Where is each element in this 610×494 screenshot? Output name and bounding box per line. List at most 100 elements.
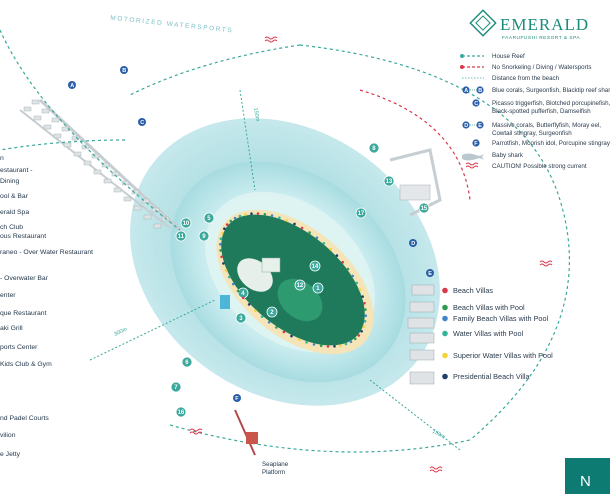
water-villa	[51, 117, 60, 123]
facility-label: Kids Club & Gym	[0, 361, 52, 368]
outer-route-left	[129, 44, 301, 96]
marker-10[interactable]	[180, 217, 192, 229]
distance-line-150-top	[239, 89, 256, 191]
marker-8[interactable]	[368, 142, 380, 154]
legend-row: House Reef	[460, 53, 525, 60]
facility-label: aki Grill	[0, 325, 23, 332]
marker-3[interactable]	[235, 312, 247, 324]
villa-dot	[233, 216, 237, 220]
villa-color-dot	[442, 373, 448, 380]
legend-text: Baby shark	[492, 152, 524, 159]
legend-text-line2: Cowtail stingray, Surgeonfish	[492, 130, 572, 137]
dive-marker-letter: F	[235, 396, 239, 402]
marker-number: 1	[316, 286, 320, 292]
villa-dot	[297, 338, 301, 341]
water-villa	[53, 133, 62, 139]
wave-mark	[539, 263, 553, 267]
marker-number: 4	[241, 291, 245, 297]
marker-5[interactable]	[203, 212, 215, 224]
marker-14[interactable]	[309, 260, 321, 272]
water-villa	[141, 198, 150, 204]
villa-dot	[363, 320, 367, 323]
wave-mark	[429, 466, 443, 470]
villa-dot	[254, 309, 257, 313]
villa-dot	[290, 334, 293, 338]
dive-marker-d[interactable]	[409, 239, 417, 247]
villa-dot	[236, 289, 240, 293]
facility-label: erald Spa	[0, 209, 29, 216]
villa-dot	[223, 227, 226, 230]
dive-marker-f[interactable]	[233, 394, 241, 402]
water-villa	[121, 180, 130, 186]
water-villa	[131, 189, 140, 195]
facility-label: - Overwater Bar	[0, 275, 49, 282]
legend-text: Blue corals, Surgeonfish, Blacktip reef …	[492, 87, 610, 94]
facility-label: vilion	[0, 432, 16, 439]
brand-name: EMERALD	[500, 15, 589, 34]
villa-dot	[333, 345, 336, 348]
dive-marker-c[interactable]	[138, 118, 146, 126]
villa-dot	[355, 281, 359, 285]
facility-label: e Jetty	[0, 451, 21, 458]
facility-label: enter	[0, 292, 16, 299]
marker-number: 7	[174, 385, 178, 391]
villa-type-label: Superior Water Villas with Pool	[453, 351, 553, 360]
dive-marker-letter: E	[428, 271, 432, 277]
legend-marker-letter: E	[478, 123, 482, 129]
seaplane-label-line1: Seaplane	[262, 461, 289, 468]
emerald-logo	[469, 9, 497, 37]
legend-marker-letter: A	[464, 88, 468, 94]
villa-dot	[358, 288, 362, 292]
marker-13[interactable]	[383, 175, 395, 187]
marker-d-icon	[462, 121, 470, 129]
villa-dot	[335, 254, 339, 257]
water-villa	[91, 153, 100, 159]
water-villa	[41, 108, 50, 114]
marker-number: 9	[202, 234, 206, 240]
villa-dot	[305, 341, 308, 344]
water-villa	[43, 124, 52, 130]
legend-text: Massive corals, Butterflyfish, Moray eel…	[492, 122, 601, 129]
villa-dot	[250, 212, 253, 215]
wave-mark	[264, 39, 278, 43]
marker-number: 8	[372, 146, 376, 152]
marker-number: 6	[185, 360, 189, 366]
marker-2[interactable]	[266, 306, 278, 318]
marker-7[interactable]	[170, 381, 182, 393]
seaplane-label-line2: Platform	[262, 469, 285, 476]
villa-dot	[275, 326, 278, 329]
compass-label: N	[580, 473, 591, 490]
facility-label: Dining	[0, 178, 19, 185]
villa-dot	[219, 243, 222, 246]
marker-17[interactable]	[355, 207, 367, 219]
marker-16[interactable]	[175, 406, 187, 418]
villa-color-dot	[442, 304, 448, 311]
facility-label: nd Padel Courts	[0, 415, 49, 422]
marker-1[interactable]	[312, 282, 324, 294]
dive-marker-a[interactable]	[68, 81, 76, 89]
villa-type-label: Water Villas with Pool	[453, 329, 524, 338]
facility-label: ous Restaurant	[0, 233, 46, 240]
villa-dot	[232, 282, 235, 286]
dive-marker-b[interactable]	[120, 66, 128, 74]
dive-marker-e[interactable]	[426, 269, 434, 277]
water-villa	[123, 196, 132, 202]
villa-dot	[346, 267, 350, 271]
marker-15[interactable]	[418, 202, 430, 214]
marker-6[interactable]	[181, 356, 193, 368]
villa-dot	[224, 268, 228, 272]
legend-text: No Snorkeling / Diving / Watersports	[492, 64, 592, 71]
facility-label: ool & Bar	[0, 193, 29, 200]
villa-dot	[219, 249, 222, 252]
dive-marker-letter: D	[411, 241, 415, 247]
legend-text-line2: Black-spotted pufferfish, Damselfish	[492, 108, 591, 115]
marker-12[interactable]	[294, 279, 306, 291]
villa-dot	[256, 212, 260, 215]
marker-11[interactable]	[175, 230, 187, 242]
facility-label: raneo - Over Water Restaurant	[0, 249, 93, 256]
marker-9[interactable]	[198, 230, 210, 242]
